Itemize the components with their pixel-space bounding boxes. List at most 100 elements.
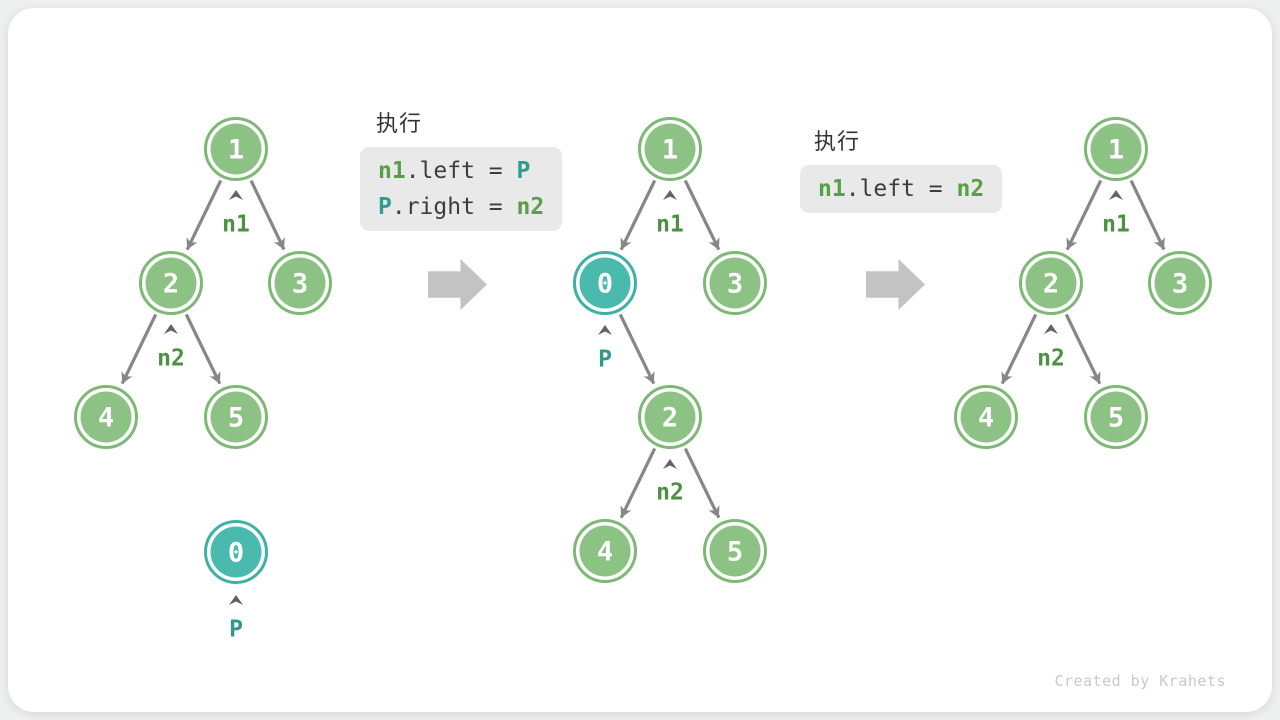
code-block: n1.left = n2 xyxy=(800,165,1003,213)
code-line: n1.left = n2 xyxy=(818,171,984,207)
node-body xyxy=(80,391,132,443)
code-line: P.right = n2 xyxy=(378,189,544,225)
tree-node-5: 5 xyxy=(1084,385,1148,449)
node-body xyxy=(579,525,631,577)
node-value: 1 xyxy=(1108,135,1124,166)
tree-edge xyxy=(185,179,223,251)
node-value: 0 xyxy=(597,269,613,300)
node-body xyxy=(1154,257,1206,309)
node-body xyxy=(274,257,326,309)
node-value: 2 xyxy=(1043,269,1059,300)
node-value: 0 xyxy=(228,538,244,569)
pointer-label-P: P xyxy=(229,616,243,642)
pointer-label-P: P xyxy=(598,346,612,372)
tree-edge xyxy=(619,179,657,251)
exec-label: 执行 xyxy=(376,112,423,137)
tree-edge xyxy=(683,179,721,251)
tree-node-1: 1 xyxy=(638,117,702,181)
node-body xyxy=(210,526,262,578)
pointer-caret-icon xyxy=(1109,190,1123,200)
code-token: n1 xyxy=(378,158,406,184)
tree-edge xyxy=(249,179,286,251)
tree-edge xyxy=(1064,313,1102,385)
tree-node-1: 1 xyxy=(1084,117,1148,181)
node-body xyxy=(644,123,696,175)
node-body xyxy=(960,391,1012,443)
tree-node-0: 0 xyxy=(573,251,637,315)
node-body xyxy=(210,391,262,443)
pointer-caret-icon xyxy=(229,190,243,200)
pointer-label-n2: n2 xyxy=(1037,345,1065,371)
code-token: .right = xyxy=(391,194,517,220)
tree-node-5: 5 xyxy=(204,385,268,449)
node-value: 4 xyxy=(98,403,114,434)
tree-edge xyxy=(619,447,657,519)
tree-node-3: 3 xyxy=(703,251,767,315)
pointer-caret-icon xyxy=(663,190,677,200)
tree-edge xyxy=(1065,179,1103,251)
pointer-label-n1: n1 xyxy=(656,211,684,237)
pointer-caret-icon xyxy=(663,459,677,469)
node-value: 5 xyxy=(727,537,743,568)
node-body xyxy=(709,257,761,309)
tree-removed: 1 2 3 4 5 n1 n2 xyxy=(954,117,1212,449)
transition-arrow-icon xyxy=(866,259,925,310)
pointer-label-n2: n2 xyxy=(656,479,684,505)
tree-node-0: 0 xyxy=(204,520,268,584)
node-value: 3 xyxy=(292,269,308,300)
tree-edge xyxy=(184,313,222,385)
code-token: n2 xyxy=(516,194,545,220)
tree-edge xyxy=(1000,313,1038,385)
node-body xyxy=(145,257,197,309)
node-value: 4 xyxy=(597,537,613,568)
tree-node-1: 1 xyxy=(204,117,268,181)
code-token: P xyxy=(516,158,531,184)
pointer-label-n1: n1 xyxy=(222,211,250,237)
node-value: 5 xyxy=(228,403,244,434)
node-value: 3 xyxy=(1172,269,1188,300)
tree-node-3: 3 xyxy=(1148,251,1212,315)
transition-arrow-icon xyxy=(428,259,487,310)
node-value: 1 xyxy=(662,135,678,166)
node-value: 2 xyxy=(662,403,678,434)
watermark-credit: Created by Krahets xyxy=(1054,672,1226,690)
pointer-caret-icon xyxy=(164,324,178,334)
tree-node-2: 2 xyxy=(638,385,702,449)
tree-edge xyxy=(120,313,158,385)
node-body xyxy=(579,257,631,309)
pointer-label-n2: n2 xyxy=(157,345,185,371)
node-value: 2 xyxy=(163,269,179,300)
tree-edge xyxy=(618,313,656,385)
tree-node-2: 2 xyxy=(1019,251,1083,315)
node-value: 5 xyxy=(1108,403,1124,434)
tree-edge xyxy=(1129,179,1166,251)
tree-edge xyxy=(683,447,721,519)
tree-node-3: 3 xyxy=(268,251,332,315)
pointer-label-n1: n1 xyxy=(1102,211,1130,237)
node-value: 3 xyxy=(727,269,743,300)
tree-node-4: 4 xyxy=(74,385,138,449)
code-line: n1.left = P xyxy=(378,153,544,189)
node-body xyxy=(1090,123,1142,175)
code-token: .left = xyxy=(845,176,957,202)
tree-initial: 1 2 3 4 5 0 n1 n2P xyxy=(74,117,332,642)
pointer-caret-icon xyxy=(229,595,243,605)
exec-label: 执行 xyxy=(814,130,861,155)
pointer-caret-icon xyxy=(598,325,612,335)
code-token: n2 xyxy=(956,176,985,202)
node-body xyxy=(1090,391,1142,443)
code-token: P xyxy=(378,194,392,220)
tree-node-5: 5 xyxy=(703,519,767,583)
pointer-caret-icon xyxy=(1044,324,1058,334)
code-token: .left = xyxy=(405,158,517,184)
node-value: 1 xyxy=(228,135,244,166)
tree-node-4: 4 xyxy=(573,519,637,583)
node-body xyxy=(644,391,696,443)
node-body xyxy=(210,123,262,175)
tree-node-4: 4 xyxy=(954,385,1018,449)
